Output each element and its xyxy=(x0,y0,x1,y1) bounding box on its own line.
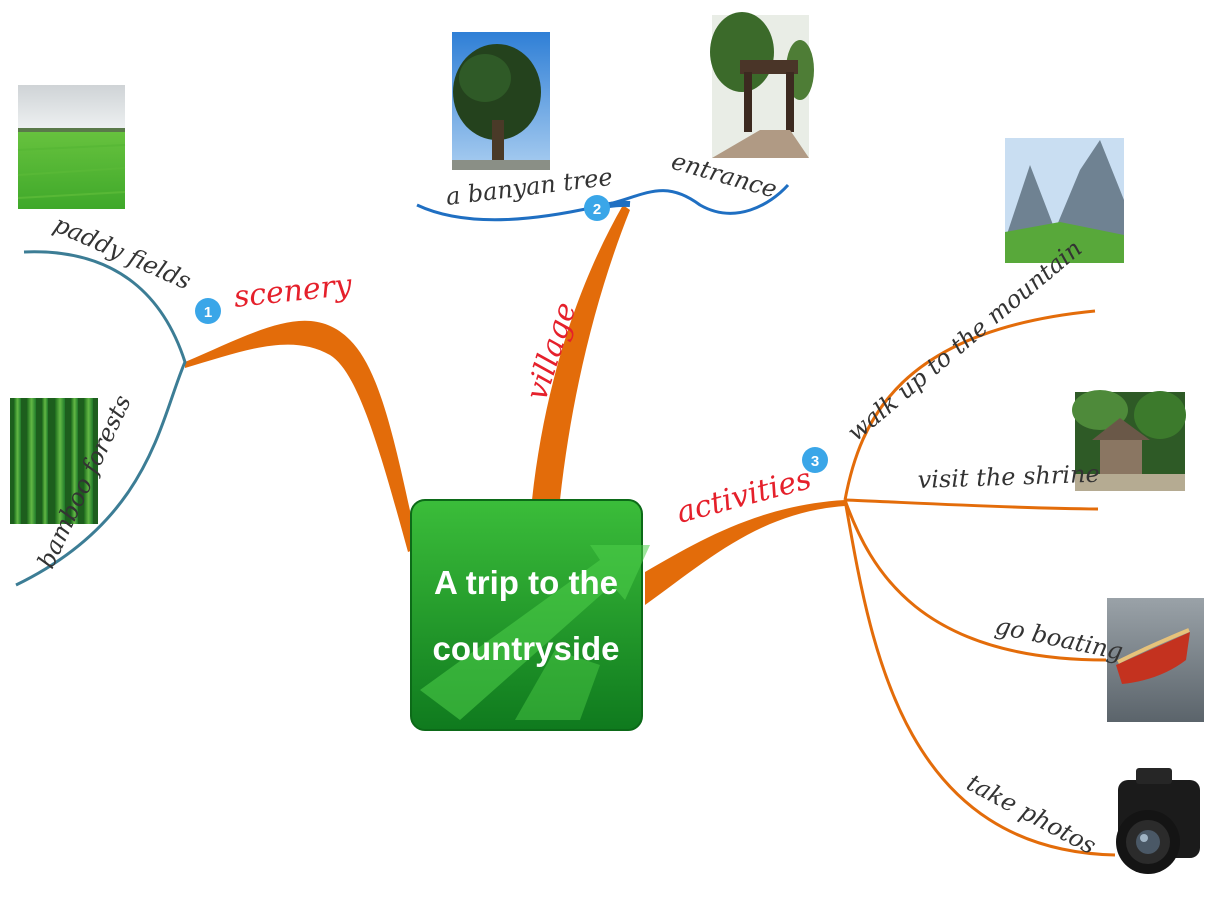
topic-paddy-fields[interactable]: paddy fields xyxy=(50,210,196,295)
branch-activities[interactable]: 3 activities xyxy=(673,447,828,531)
badge-3-icon xyxy=(802,447,828,473)
village-sub-branch xyxy=(416,183,790,222)
banyan-tree-photo xyxy=(452,32,550,170)
mountain-photo xyxy=(1005,138,1124,263)
branch-activities-connector xyxy=(645,500,845,605)
paddy-field-photo xyxy=(17,85,126,209)
boat-photo xyxy=(1107,598,1204,722)
badge-1-number: 1 xyxy=(204,304,212,321)
topic-visit-shrine[interactable]: visit the shrine xyxy=(917,460,1100,494)
branch-scenery-connector xyxy=(185,320,418,552)
center-topic[interactable]: A trip to the countryside xyxy=(410,499,650,731)
scenery-sub-branch xyxy=(15,250,187,587)
badge-2-number: 2 xyxy=(593,201,601,218)
entrance-photo xyxy=(710,12,814,158)
badge-2-icon xyxy=(584,195,610,221)
center-title-line1: A trip to the xyxy=(434,564,618,601)
camera-photo xyxy=(1116,768,1200,874)
center-title-line2: countryside xyxy=(432,630,619,667)
branch-scenery[interactable]: 1 scenery xyxy=(195,268,355,324)
activities-sub-branches xyxy=(843,309,1116,857)
shrine-photo xyxy=(1072,390,1186,491)
bamboo-forest-photo xyxy=(10,398,98,524)
branch-label-activities: activities xyxy=(673,461,815,530)
branch-village-connector xyxy=(532,205,630,500)
topic-walk-up-mountain[interactable]: walk up to the mountain xyxy=(842,234,1088,446)
branch-label-scenery: scenery xyxy=(232,268,354,315)
badge-1-icon xyxy=(195,298,221,324)
badge-3-number: 3 xyxy=(811,453,819,470)
